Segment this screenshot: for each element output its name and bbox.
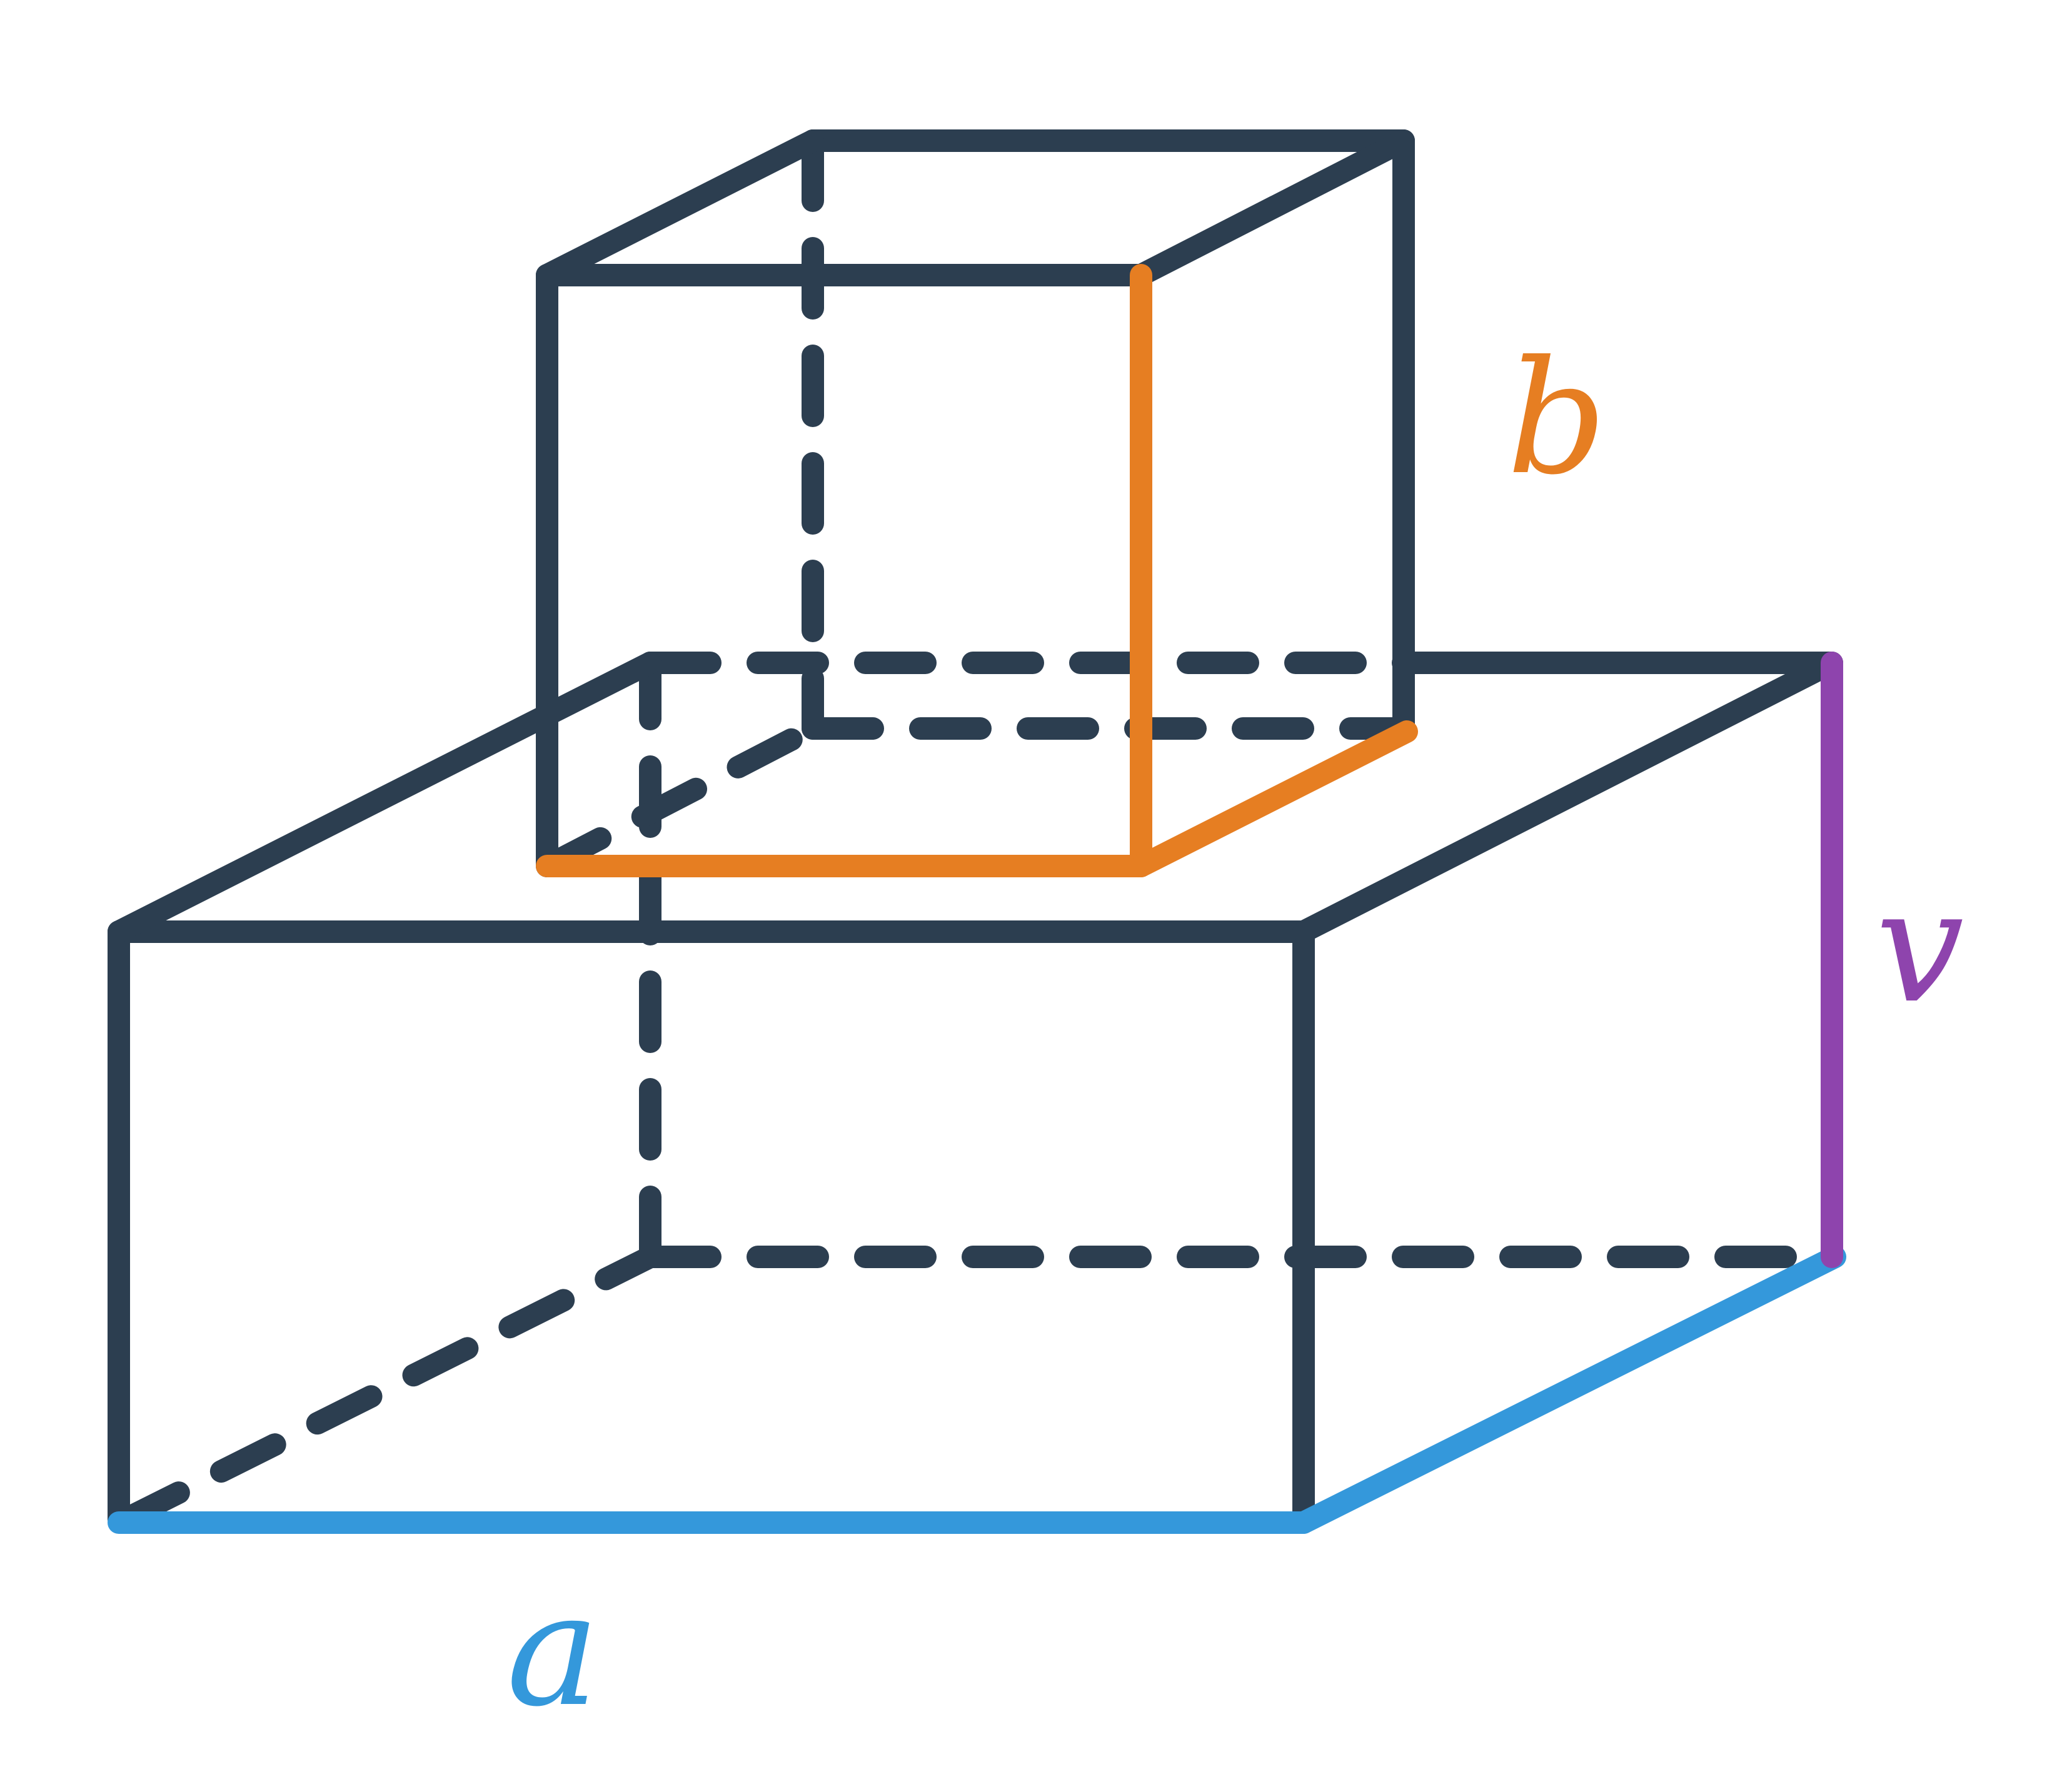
label-b: b	[1507, 327, 1607, 509]
large-box-top-left-depth	[108, 652, 661, 943]
edge-b-depth	[1130, 720, 1418, 877]
edge-a-depth	[1292, 1246, 1846, 1534]
edge-a-highlight	[108, 1246, 1846, 1534]
label-a: a	[506, 1559, 600, 1741]
large-box-visible-edges	[108, 652, 1843, 1531]
large-box-top-right-depth	[1292, 652, 1843, 943]
small-cube-hidden-bottom-depth	[536, 717, 824, 877]
large-box-hidden-bottom-depth	[114, 1246, 661, 1531]
edge-b-highlight	[536, 264, 1418, 877]
label-v: v	[1876, 855, 1964, 1037]
small-cube-visible-edges	[536, 129, 1415, 877]
small-cube-hidden-edges	[536, 129, 1415, 877]
large-box-hidden-edges	[114, 652, 1840, 1531]
small-cube-top-right-depth	[1130, 129, 1415, 286]
small-cube-top-left-depth	[536, 129, 824, 286]
